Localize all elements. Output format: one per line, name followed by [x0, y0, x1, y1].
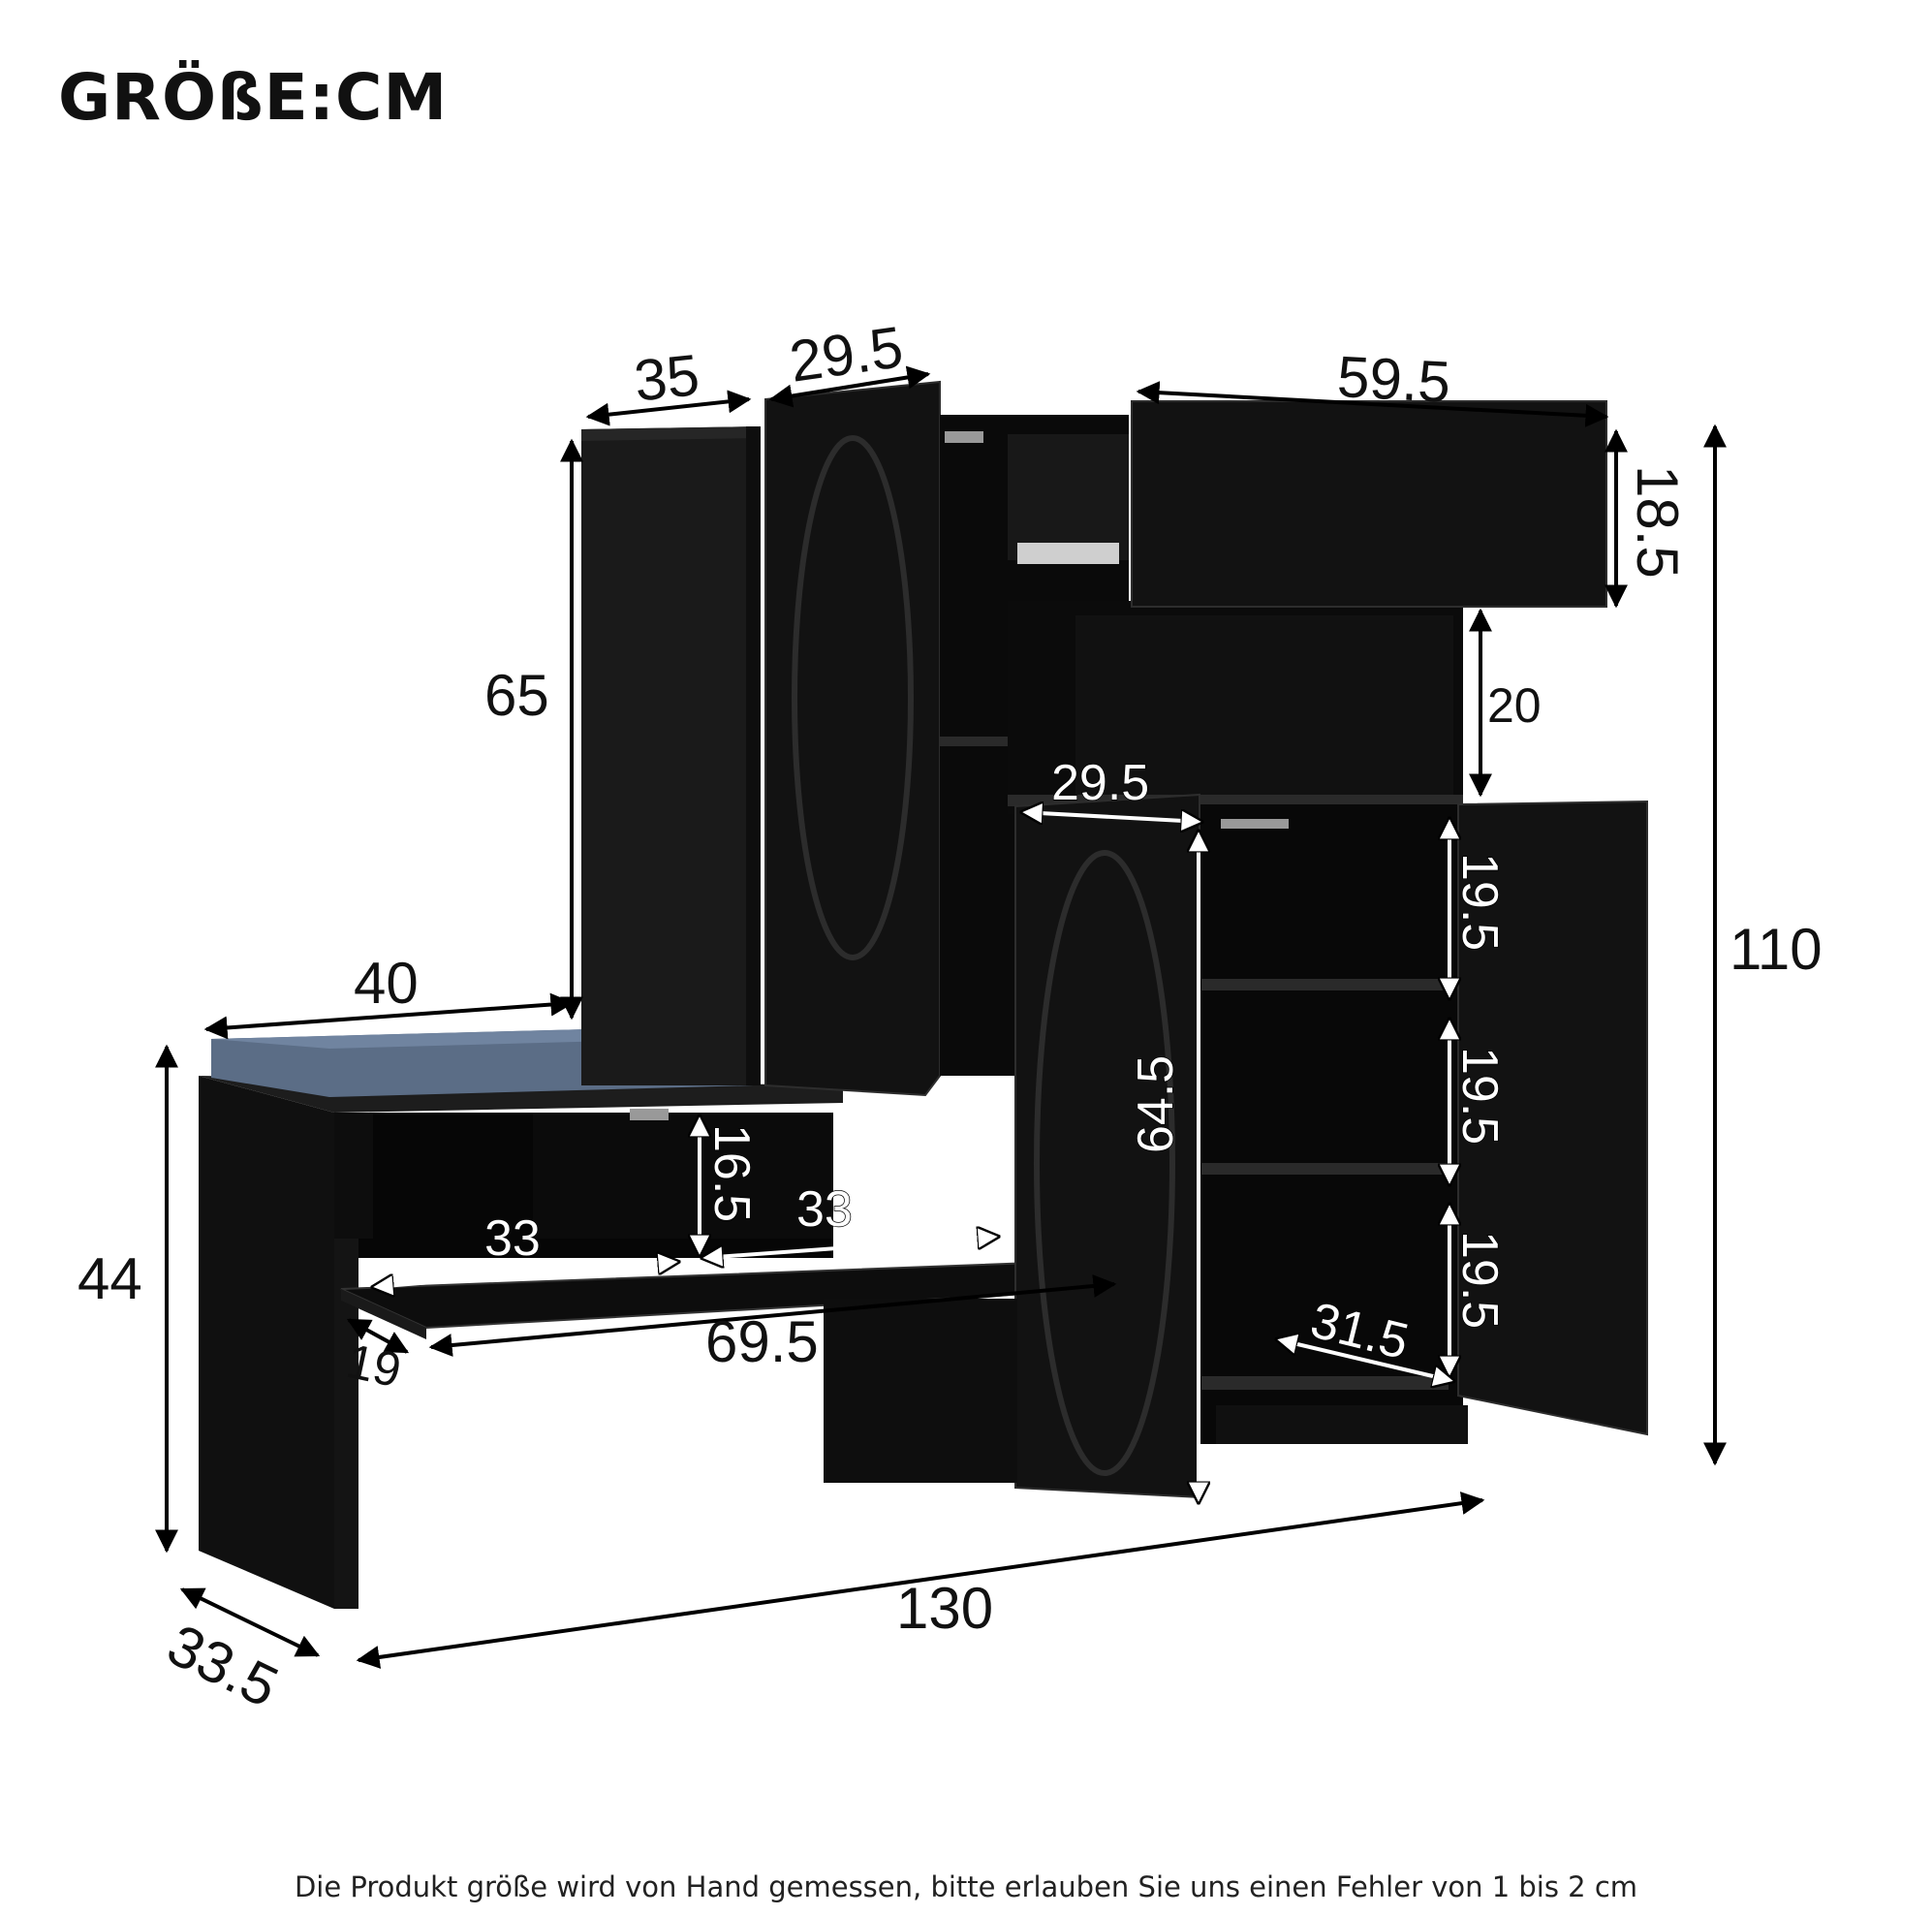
- tall-cabinet: [581, 380, 941, 1097]
- dim-drawer-height: 18.5: [1625, 465, 1690, 579]
- dim-total-height: 110: [1729, 917, 1823, 982]
- dim-total-depth: 33.5: [158, 1612, 288, 1719]
- dim-upper-shelf-height: 20: [1487, 678, 1542, 733]
- dim-bench-inner-width-right: 33: [796, 1181, 853, 1238]
- dim-drawer-width: 59.5: [1336, 344, 1452, 415]
- dim-compartment-2: 19.5: [1451, 1047, 1508, 1145]
- dim-tall-depth: 35: [631, 342, 701, 414]
- dim-compartment-1: 19.5: [1451, 853, 1508, 951]
- furniture-dimension-diagram: 35 29.5 59.5 18.5 65 20 110 29.5 19.5 19…: [78, 314, 1823, 1719]
- dimension-lines: [155, 365, 1727, 1669]
- dim-bench-inner-height: 16.5: [703, 1124, 760, 1222]
- dim-bench-height: 44: [78, 1246, 142, 1311]
- dim-compartment-3: 19.5: [1451, 1231, 1508, 1329]
- dim-shelf-width: 69.5: [705, 1309, 819, 1374]
- dim-shelf-depth: 19: [342, 1334, 406, 1398]
- tall-cabinet-door: [764, 380, 941, 1097]
- dim-door-width-inner: 29.5: [1051, 755, 1149, 811]
- dim-inner-height: 64.5: [1128, 1055, 1184, 1153]
- dim-tall-height: 65: [484, 663, 549, 728]
- dimension-labels: 35 29.5 59.5 18.5 65 20 110 29.5 19.5 19…: [78, 314, 1823, 1719]
- dim-bench-inner-width-left: 33: [484, 1210, 541, 1267]
- page-title: GRÖßE:CM: [58, 60, 449, 135]
- measurement-disclaimer: Die Produkt größe wird von Hand gemessen…: [294, 1870, 1638, 1903]
- dim-bench-width: 40: [354, 951, 419, 1016]
- dim-tall-door-width: 29.5: [786, 314, 907, 394]
- dim-total-width: 130: [896, 1576, 993, 1641]
- right-cabinet-door: [1457, 800, 1648, 1436]
- drawer: [1131, 400, 1607, 608]
